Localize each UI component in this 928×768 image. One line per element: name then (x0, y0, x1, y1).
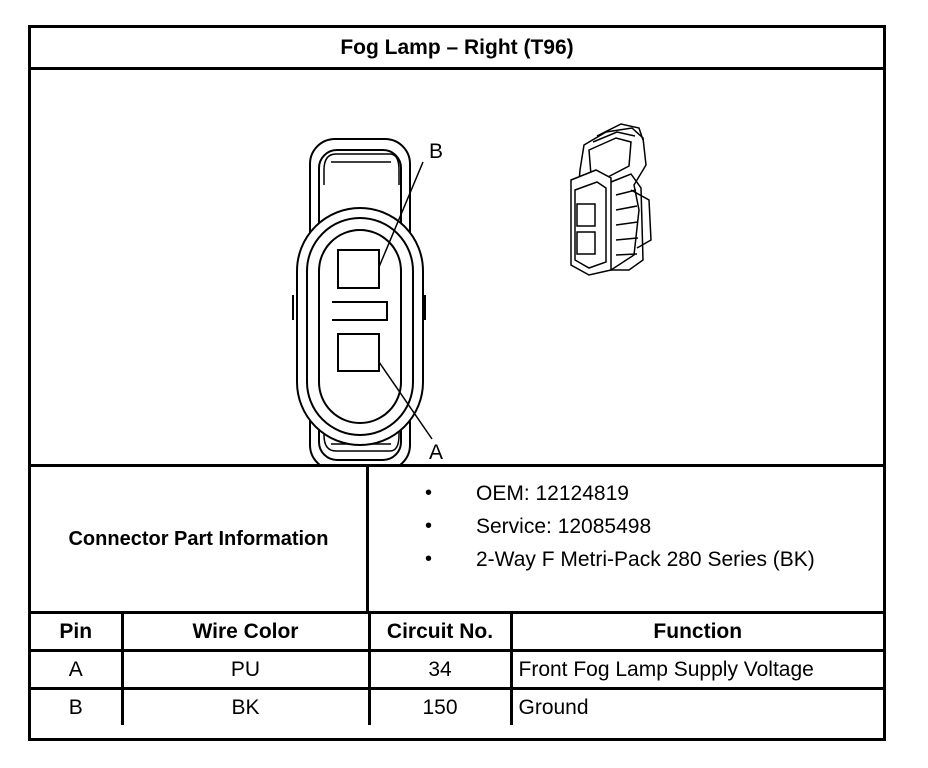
bottom-latch (323, 422, 400, 452)
cell-function: Front Fog Lamp Supply Voltage (509, 649, 883, 690)
connector-outer-seal (296, 207, 424, 446)
cell-wire-color: BK (120, 687, 371, 725)
header-function: Function (509, 614, 883, 652)
connector-info-section: Connector Part Information • OEM: 1212481… (31, 464, 883, 614)
header-circuit-no: Circuit No. (367, 614, 513, 652)
connector-face-view (292, 138, 433, 471)
pin-label-b: B (429, 140, 443, 163)
top-latch (323, 153, 400, 185)
terminal-cavity-a (337, 333, 380, 372)
table-row: A PU 34 Front Fog Lamp Supply Voltage (31, 649, 883, 690)
list-item: • Service: 12085498 (369, 510, 883, 543)
connector-info-label: Connector Part Information (31, 467, 369, 611)
cell-pin: B (31, 687, 124, 725)
connector-face-svg: B A (292, 123, 652, 471)
table-header-row: Pin Wire Color Circuit No. Function (31, 614, 883, 652)
bullet-icon: • (425, 515, 433, 537)
cell-circuit-no: 150 (367, 687, 513, 725)
leader-line-a (378, 361, 433, 440)
list-item: • OEM: 12124819 (369, 477, 883, 510)
cell-function: Ground (509, 687, 883, 725)
connector-isometric-view (570, 123, 652, 276)
bullet-icon: • (425, 548, 433, 570)
service-part-number: Service: 12085498 (476, 515, 652, 538)
table-row: B BK 150 Ground (31, 687, 883, 725)
list-item: • 2-Way F Metri-Pack 280 Series (BK) (369, 543, 883, 576)
header-wire-color: Wire Color (120, 614, 371, 652)
pin-label-a: A (429, 441, 443, 464)
oem-part-number: OEM: 12124819 (476, 482, 629, 505)
center-divider (332, 301, 388, 321)
connector-drawing: B A (31, 70, 883, 471)
connector-sheet: Fog Lamp – Right (T96) (28, 25, 886, 741)
connector-cavity-wall (318, 229, 402, 424)
connector-description: 2-Way F Metri-Pack 280 Series (BK) (476, 548, 815, 571)
terminal-cavity-b (337, 249, 380, 289)
connector-info-list: • OEM: 12124819 • Service: 12085498 • 2-Way… (369, 477, 883, 576)
pin-table: Pin Wire Color Circuit No. Function A PU… (31, 614, 883, 725)
connector-mid-seal (306, 217, 414, 436)
page-title: Fog Lamp – Right (T96) (31, 28, 883, 70)
cell-wire-color: PU (120, 649, 371, 690)
bullet-icon: • (425, 482, 433, 504)
cell-pin: A (31, 649, 124, 690)
cell-circuit-no: 34 (367, 649, 513, 690)
header-pin: Pin (31, 614, 124, 652)
leader-line-b (378, 161, 424, 268)
